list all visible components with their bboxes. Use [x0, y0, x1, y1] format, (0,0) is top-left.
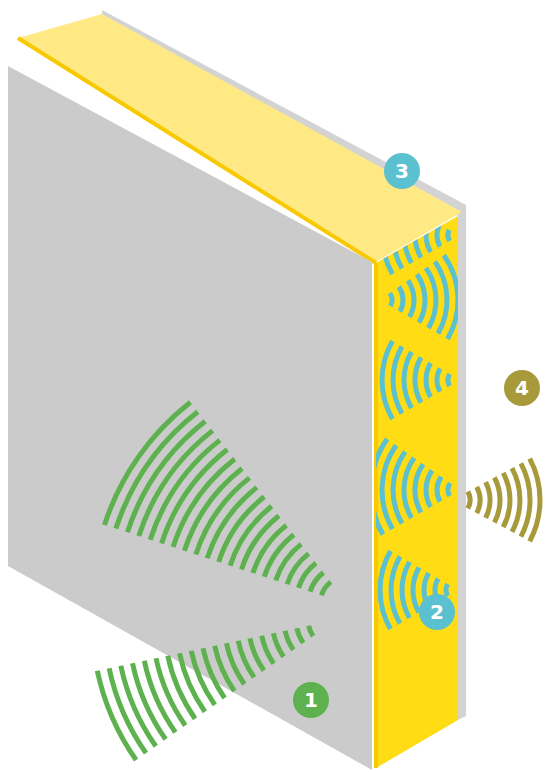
wave-arc: [486, 482, 490, 518]
wave-arc: [426, 221, 431, 252]
wave-arc: [448, 374, 450, 386]
callout-text: 3: [395, 161, 409, 181]
callout-text: 1: [304, 690, 318, 710]
wave-arc: [393, 207, 402, 269]
wave-arc: [468, 492, 470, 509]
wave-arc: [413, 568, 419, 613]
wave-arc: [97, 671, 136, 760]
wave-arc: [242, 516, 280, 570]
wave-arc: [285, 631, 293, 650]
wave-arc: [299, 563, 317, 588]
wave-arc: [426, 268, 436, 328]
wave-arc: [393, 347, 402, 414]
wave-arc: [105, 402, 191, 525]
wave-arc: [521, 463, 530, 536]
wave-arc: [402, 562, 410, 618]
wave-arc: [426, 363, 431, 397]
wave-arc: [297, 628, 303, 643]
wave-arc: [437, 369, 440, 392]
wave-arc: [250, 638, 264, 670]
wave-arc: [144, 661, 175, 733]
wave-arc: [109, 668, 146, 753]
wave-arc: [273, 633, 283, 656]
wave-arc: [426, 471, 432, 508]
callout-number: 1: [293, 682, 329, 718]
insulation-side: [376, 216, 458, 768]
wave-arc: [408, 281, 414, 318]
wave-arc: [477, 487, 480, 513]
wave-arc: [382, 341, 392, 419]
callout-number: 3: [384, 153, 420, 189]
callout-number: 2: [419, 594, 455, 630]
wave-arc: [393, 452, 405, 524]
callout-text: 2: [430, 602, 444, 622]
wave-arc: [494, 478, 500, 523]
wave-arc: [321, 582, 330, 595]
wave-arc: [168, 656, 195, 719]
wave-arc: [415, 464, 423, 512]
wave-arc: [444, 255, 458, 339]
internal-sound-waves: [371, 202, 458, 629]
callout-text: 4: [515, 378, 529, 398]
wave-arc: [399, 287, 403, 312]
wave-arc: [219, 497, 265, 562]
wave-arc: [404, 458, 414, 518]
wave-arc: [230, 506, 272, 565]
wave-arc: [437, 225, 440, 246]
wave-arc: [415, 358, 421, 403]
wave-arc: [417, 274, 425, 322]
wave-arc: [448, 483, 450, 496]
wave-arc: [382, 445, 396, 529]
wave-arc: [512, 468, 520, 532]
wave-arc: [437, 477, 441, 502]
wave-arc: [530, 459, 540, 542]
wave-arc: [262, 636, 274, 664]
wave-arc: [503, 473, 510, 527]
wave-arc: [391, 557, 400, 624]
wave-arc: [415, 216, 421, 258]
wave-arc: [404, 352, 412, 408]
front-panel: [8, 66, 372, 770]
wave-arc: [133, 663, 166, 739]
sound-waves: [97, 402, 540, 760]
wave-arc: [390, 293, 392, 306]
wave-arc: [382, 202, 392, 274]
wave-arc: [121, 666, 156, 747]
callout-number: 4: [504, 370, 540, 406]
wave-arc: [446, 584, 448, 596]
wave-arc: [310, 573, 323, 592]
wave-arc: [309, 626, 314, 636]
wave-arc: [253, 525, 287, 573]
wave-arc: [238, 641, 254, 678]
wave-arc: [380, 551, 390, 629]
wave-arc: [404, 211, 412, 263]
wave-arc: [156, 658, 185, 725]
wave-arc: [371, 439, 387, 535]
wave-arc: [448, 230, 450, 241]
wave-arc: [435, 262, 447, 334]
